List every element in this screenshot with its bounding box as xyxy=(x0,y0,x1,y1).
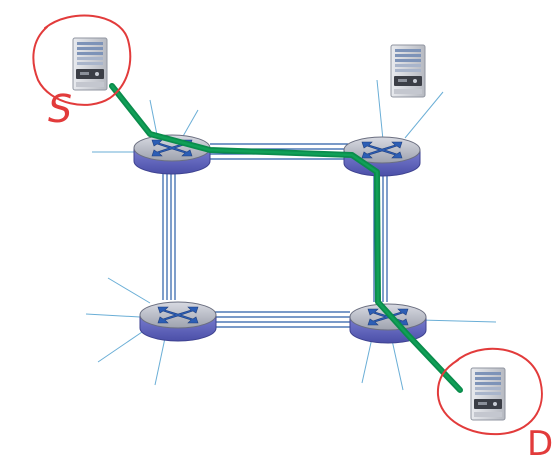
destination-circle xyxy=(436,347,543,436)
server-icon xyxy=(390,44,426,98)
source-server-icon xyxy=(72,37,108,91)
router-bottom-left xyxy=(139,301,217,342)
source-label: S xyxy=(48,87,72,131)
access-links xyxy=(85,79,497,391)
destination-server-icon xyxy=(470,367,506,421)
source-circle xyxy=(32,14,132,106)
highlighted-path xyxy=(109,83,463,393)
destination-label: D xyxy=(527,424,553,463)
trunk-links xyxy=(162,143,388,328)
